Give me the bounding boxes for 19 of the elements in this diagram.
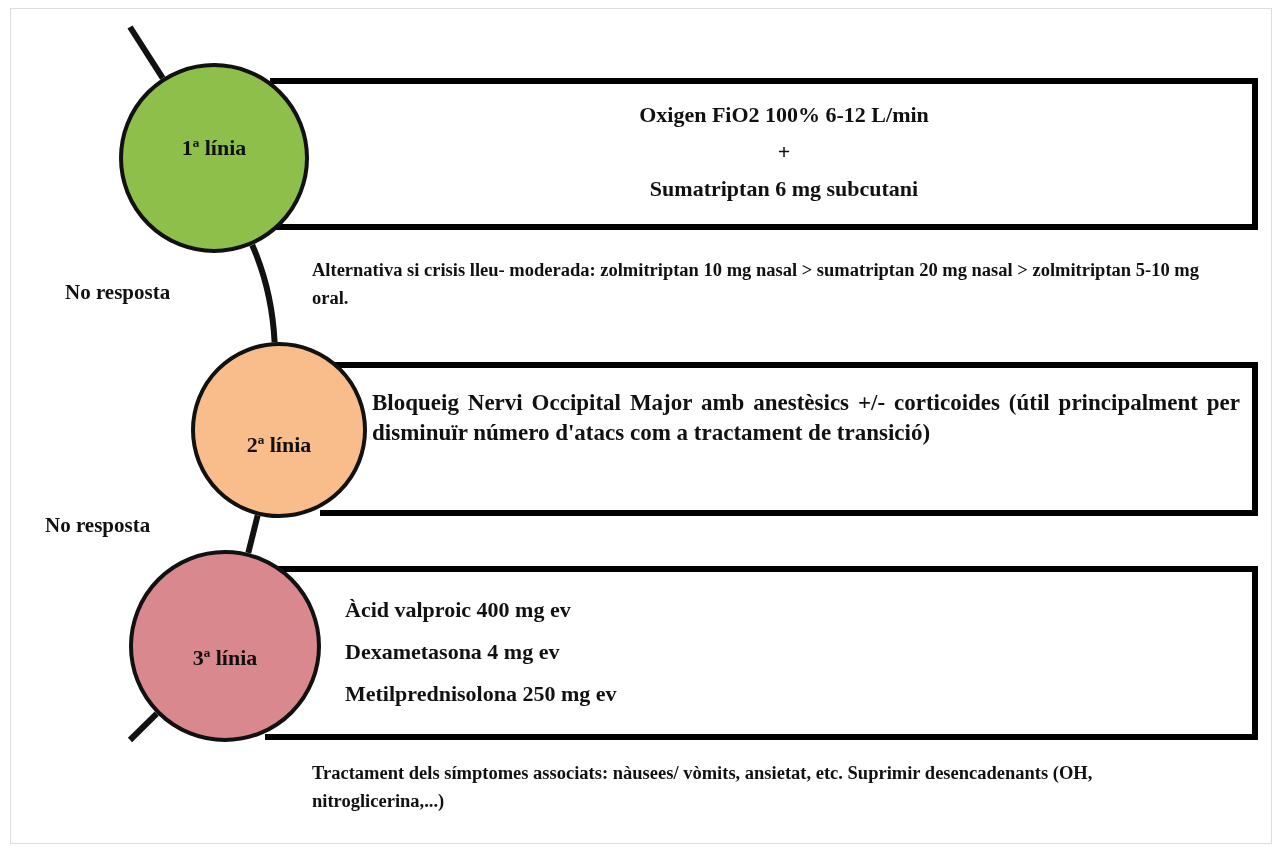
treatment-text: Sumatriptan 6 mg subcutani <box>648 176 920 202</box>
connector-line <box>245 514 261 554</box>
step-label: 1ª línia <box>181 135 247 161</box>
treatment-text: Dexametasona 4 mg ev <box>345 639 561 665</box>
connector-line <box>127 25 166 80</box>
treatment-text: + <box>776 139 792 165</box>
connector-line <box>249 243 278 343</box>
treatment-text: Oxigen FiO2 100% 6-12 L/min <box>638 102 930 128</box>
treatment-box <box>368 362 1258 516</box>
treatment-text: Bloqueig Nervi Occipital Major amb anestèsics +/- corticoides (útil principalment per disminuïr número d'atacs com a tractament de transició) <box>372 389 1240 447</box>
note-text: Tractament dels símptomes associats: nàusees/ vòmits, ansietat, etc. Suprimir desencadenants (OH, nitroglicerina,...) <box>312 762 1094 813</box>
treatment-box <box>322 566 1258 740</box>
step-label: 3ª línia <box>192 645 258 671</box>
treatment-box <box>310 78 1258 230</box>
note-text: Alternativa si crisis lleu- moderada: zolmitriptan 10 mg nasal > sumatriptan 20 mg nasal > zolmitriptan 5-10 mg oral. <box>312 259 1200 310</box>
treatment-text: Àcid valproic 400 mg ev <box>345 597 572 623</box>
treatment-text: Metilprednisolona 250 mg ev <box>345 681 618 707</box>
step-label: 2ª línia <box>246 432 312 458</box>
connector-line <box>127 711 159 743</box>
